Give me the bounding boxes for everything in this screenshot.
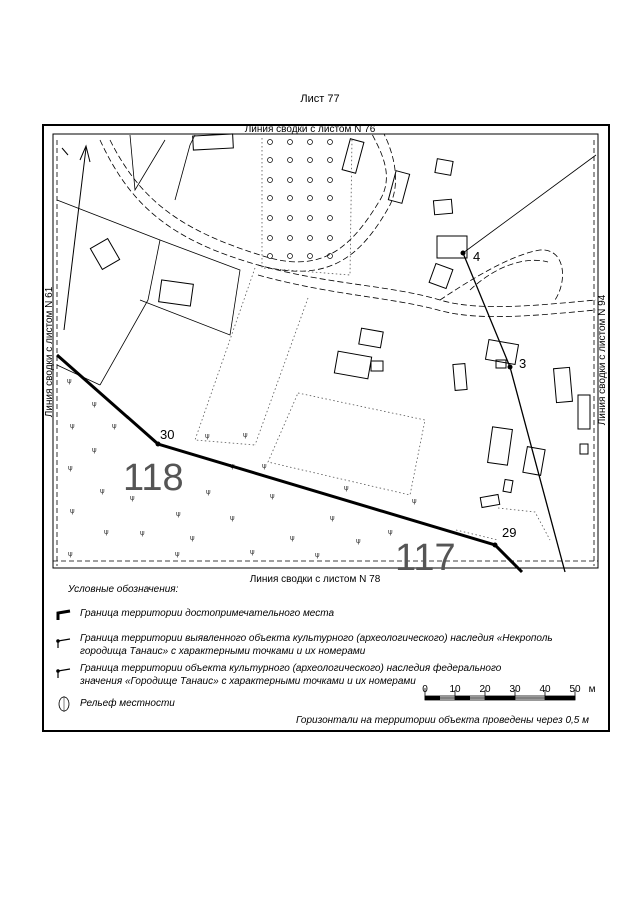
map-frame: [42, 124, 610, 732]
legend-item-landmark: Граница территории достопримечательного …: [80, 608, 335, 619]
legend-item-necropolis-b: городища Танаис» с характерными точками …: [80, 646, 366, 657]
adjacent-left-label: Линия сводки с листом N 61: [44, 286, 55, 417]
legend-item-gorodishche-a: Граница территории объекта культурного (…: [80, 663, 502, 674]
svg-text:ψ: ψ: [388, 528, 393, 536]
svg-text:ψ: ψ: [315, 551, 320, 559]
svg-text:ψ: ψ: [412, 497, 417, 505]
svg-text:ψ: ψ: [68, 550, 73, 558]
svg-text:ψ: ψ: [290, 534, 295, 542]
svg-text:ψ: ψ: [250, 548, 255, 556]
buildings: [89, 133, 591, 509]
north-arrow: [61, 144, 91, 331]
scale-tick-0: 0: [422, 684, 428, 695]
roads: [99, 133, 597, 318]
svg-text:ψ: ψ: [92, 446, 97, 454]
legend-relief-icon: [58, 696, 70, 712]
scale-tick-40: 40: [539, 684, 551, 695]
adjacent-top-label: Линия сводки с листом N 76: [245, 124, 376, 135]
svg-text:ψ: ψ: [190, 534, 195, 542]
contour-note: Горизонтали на территории объекта провед…: [296, 715, 590, 726]
point-29: [492, 542, 498, 548]
svg-text:ψ: ψ: [344, 484, 349, 492]
svg-text:ψ: ψ: [68, 464, 73, 472]
scale-tick-50: 50: [569, 684, 581, 695]
scale-tick-20: 20: [479, 684, 491, 695]
point-label-30: 30: [160, 427, 174, 442]
adjacent-bottom-label: Линия сводки с листом N 78: [250, 574, 381, 585]
orchard-circles: [267, 139, 333, 259]
dotted-boundaries: [194, 137, 551, 541]
svg-text:ψ: ψ: [270, 492, 275, 500]
svg-text:ψ: ψ: [175, 550, 180, 558]
inner-map-border: [52, 133, 599, 569]
scale-tick-10: 10: [449, 684, 461, 695]
svg-text:ψ: ψ: [130, 494, 135, 502]
svg-text:ψ: ψ: [262, 462, 267, 470]
svg-text:ψ: ψ: [112, 422, 117, 430]
sheet-title: Лист 77: [300, 93, 340, 105]
scale-bar: [424, 688, 576, 701]
zone-label-117: 117: [395, 537, 456, 579]
legend-symbols: [56, 609, 71, 712]
boundary-points: [155, 250, 513, 548]
legend-item-necropolis-a: Граница территории выявленного объекта к…: [80, 633, 553, 644]
parcels: [56, 134, 597, 386]
legend-title: Условные обозначения:: [68, 584, 179, 595]
svg-text:ψ: ψ: [67, 377, 72, 385]
landmark-boundary: [56, 353, 524, 574]
point-3: [507, 364, 513, 370]
svg-text:ψ: ψ: [205, 432, 210, 440]
svg-text:ψ: ψ: [356, 537, 361, 545]
point-label-3: 3: [519, 356, 526, 371]
svg-text:ψ: ψ: [100, 487, 105, 495]
legend-thin-line-icon-1: [57, 638, 71, 648]
svg-text:ψ: ψ: [140, 529, 145, 537]
legend-thin-line-icon-2: [57, 668, 71, 678]
point-30: [155, 441, 161, 447]
scale-unit: м: [589, 684, 596, 695]
svg-text:ψ: ψ: [330, 514, 335, 522]
legend-thick-line-icon: [56, 609, 71, 620]
scale-tick-labels: 0 10 20 30 40 50 м: [422, 684, 595, 695]
scale-tick-30: 30: [509, 684, 521, 695]
svg-text:ψ: ψ: [104, 528, 109, 536]
point-label-29: 29: [502, 525, 516, 540]
point-label-4: 4: [473, 249, 480, 264]
legend-item-relief: Рельеф местности: [80, 698, 175, 709]
svg-text:ψ: ψ: [92, 400, 97, 408]
svg-text:ψ: ψ: [230, 514, 235, 522]
svg-text:ψ: ψ: [206, 488, 211, 496]
legend-item-gorodishche-b: значения «Городище Танаис» с характерным…: [80, 676, 416, 687]
zone-label-118: 118: [123, 457, 184, 499]
svg-text:ψ: ψ: [70, 422, 75, 430]
adjacent-right-label: Линия сводки с листом N 94: [597, 294, 608, 425]
point-4: [460, 250, 466, 256]
svg-text:ψ: ψ: [70, 507, 75, 515]
svg-text:ψ: ψ: [243, 431, 248, 439]
svg-text:ψ: ψ: [176, 510, 181, 518]
